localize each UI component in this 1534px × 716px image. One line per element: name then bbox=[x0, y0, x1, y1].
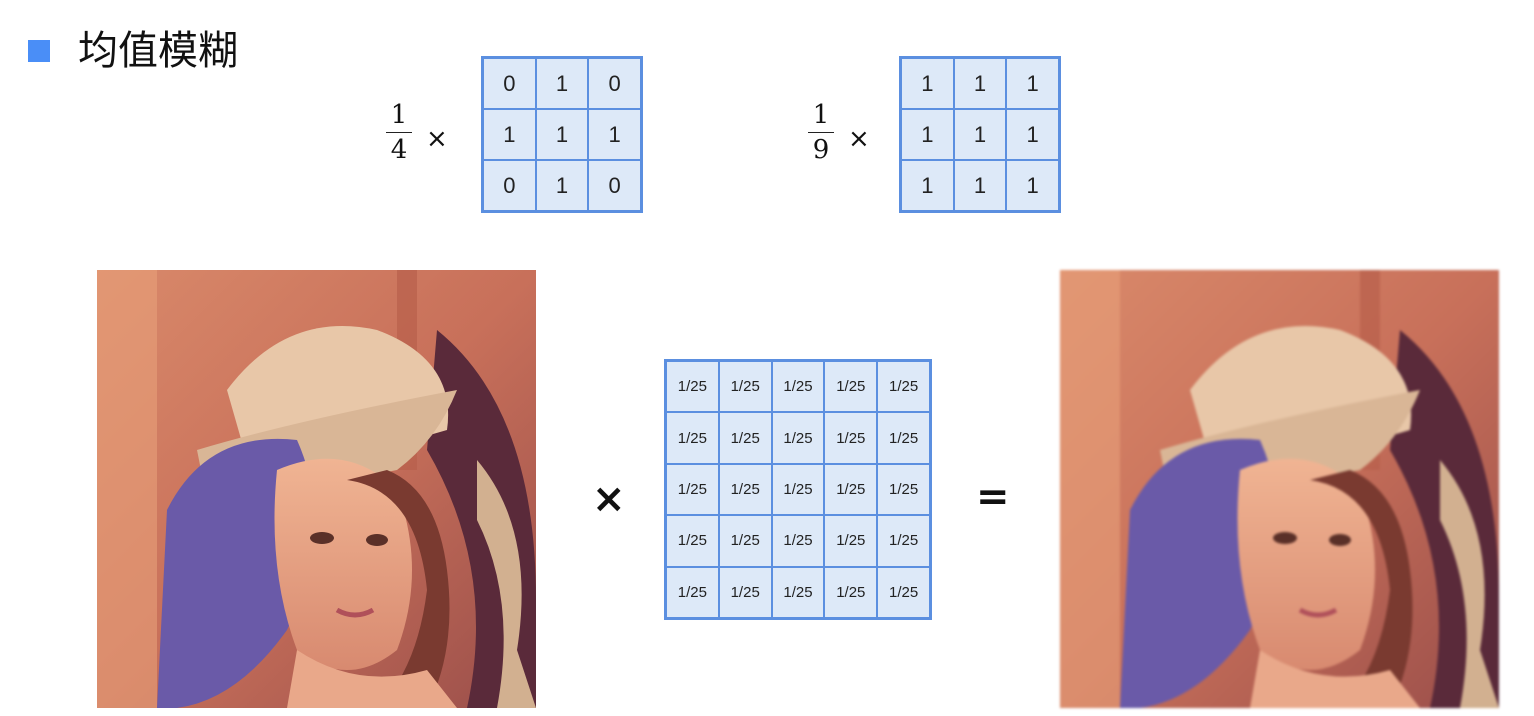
kernel-cell: 1/25 bbox=[877, 361, 930, 413]
kernel-cell: 1/25 bbox=[718, 566, 772, 618]
kernel-cell: 1/25 bbox=[771, 515, 825, 567]
kernel-cell: 1 bbox=[953, 58, 1007, 109]
multiply-operator: × bbox=[592, 476, 626, 522]
kernel-cell: 1/25 bbox=[771, 412, 825, 464]
kernel-cell: 1/25 bbox=[666, 463, 719, 516]
kernel-cell: 1/25 bbox=[666, 361, 719, 413]
kernel-cell: 1/25 bbox=[666, 566, 719, 618]
kernel-cell: 1/25 bbox=[824, 412, 878, 464]
multiply-sign: × bbox=[426, 124, 448, 154]
kernel-cell: 1/25 bbox=[718, 515, 772, 567]
kernel-cell: 1 bbox=[535, 58, 589, 109]
portrait-photo-icon bbox=[1060, 270, 1499, 708]
fraction-one-ninth: 1 9 bbox=[808, 100, 834, 165]
kernel-cell: 0 bbox=[483, 160, 536, 211]
kernel-cell: 1 bbox=[588, 109, 641, 160]
fraction-bar bbox=[808, 132, 834, 133]
kernel-cell: 1 bbox=[483, 109, 536, 160]
kernel-cell: 1/25 bbox=[824, 566, 878, 618]
kernel-cell: 1 bbox=[901, 58, 954, 109]
equals-operator: = bbox=[976, 474, 1010, 520]
kernel-cell: 1 bbox=[1006, 109, 1059, 160]
kernel-cell: 1/25 bbox=[771, 361, 825, 413]
kernel-cell: 1/25 bbox=[718, 412, 772, 464]
kernel-cell: 1/25 bbox=[666, 515, 719, 567]
kernel-cell: 1/25 bbox=[877, 412, 930, 464]
title-bullet bbox=[28, 40, 50, 62]
multiply-sign: × bbox=[848, 124, 870, 154]
kernel-cell: 1/25 bbox=[877, 463, 930, 516]
kernel-cell: 0 bbox=[588, 58, 641, 109]
fraction-denominator: 4 bbox=[390, 135, 408, 165]
kernel-cell: 1/25 bbox=[877, 566, 930, 618]
kernel-cell: 1/25 bbox=[824, 463, 878, 516]
kernel-cell: 1 bbox=[535, 109, 589, 160]
kernel-cell: 1 bbox=[1006, 58, 1059, 109]
source-image bbox=[97, 270, 536, 708]
kernel-cell: 1 bbox=[953, 109, 1007, 160]
fraction-bar bbox=[386, 132, 412, 133]
fraction-denominator: 9 bbox=[812, 135, 830, 165]
fraction-numerator: 1 bbox=[812, 100, 830, 130]
blurred-result-image bbox=[1060, 270, 1499, 708]
kernel-cell: 1 bbox=[901, 160, 954, 211]
kernel-cell: 1/25 bbox=[771, 463, 825, 516]
kernel-cell: 1 bbox=[901, 109, 954, 160]
fraction-one-quarter: 1 4 bbox=[386, 100, 412, 165]
kernel-cell: 1/25 bbox=[666, 412, 719, 464]
kernel-cell: 1/25 bbox=[718, 361, 772, 413]
kernel-cell: 1 bbox=[1006, 160, 1059, 211]
kernel-cell: 0 bbox=[483, 58, 536, 109]
slide-title: 均值模糊 bbox=[78, 28, 238, 74]
kernel-cell: 0 bbox=[588, 160, 641, 211]
fraction-numerator: 1 bbox=[390, 100, 408, 130]
kernel-cell: 1 bbox=[535, 160, 589, 211]
kernel-cell: 1/25 bbox=[877, 515, 930, 567]
kernel-cell: 1/25 bbox=[771, 566, 825, 618]
kernel-cell: 1/25 bbox=[824, 361, 878, 413]
kernel-cell: 1/25 bbox=[824, 515, 878, 567]
kernel-cell: 1 bbox=[953, 160, 1007, 211]
kernel-cell: 1/25 bbox=[718, 463, 772, 516]
portrait-photo-icon bbox=[97, 270, 536, 708]
